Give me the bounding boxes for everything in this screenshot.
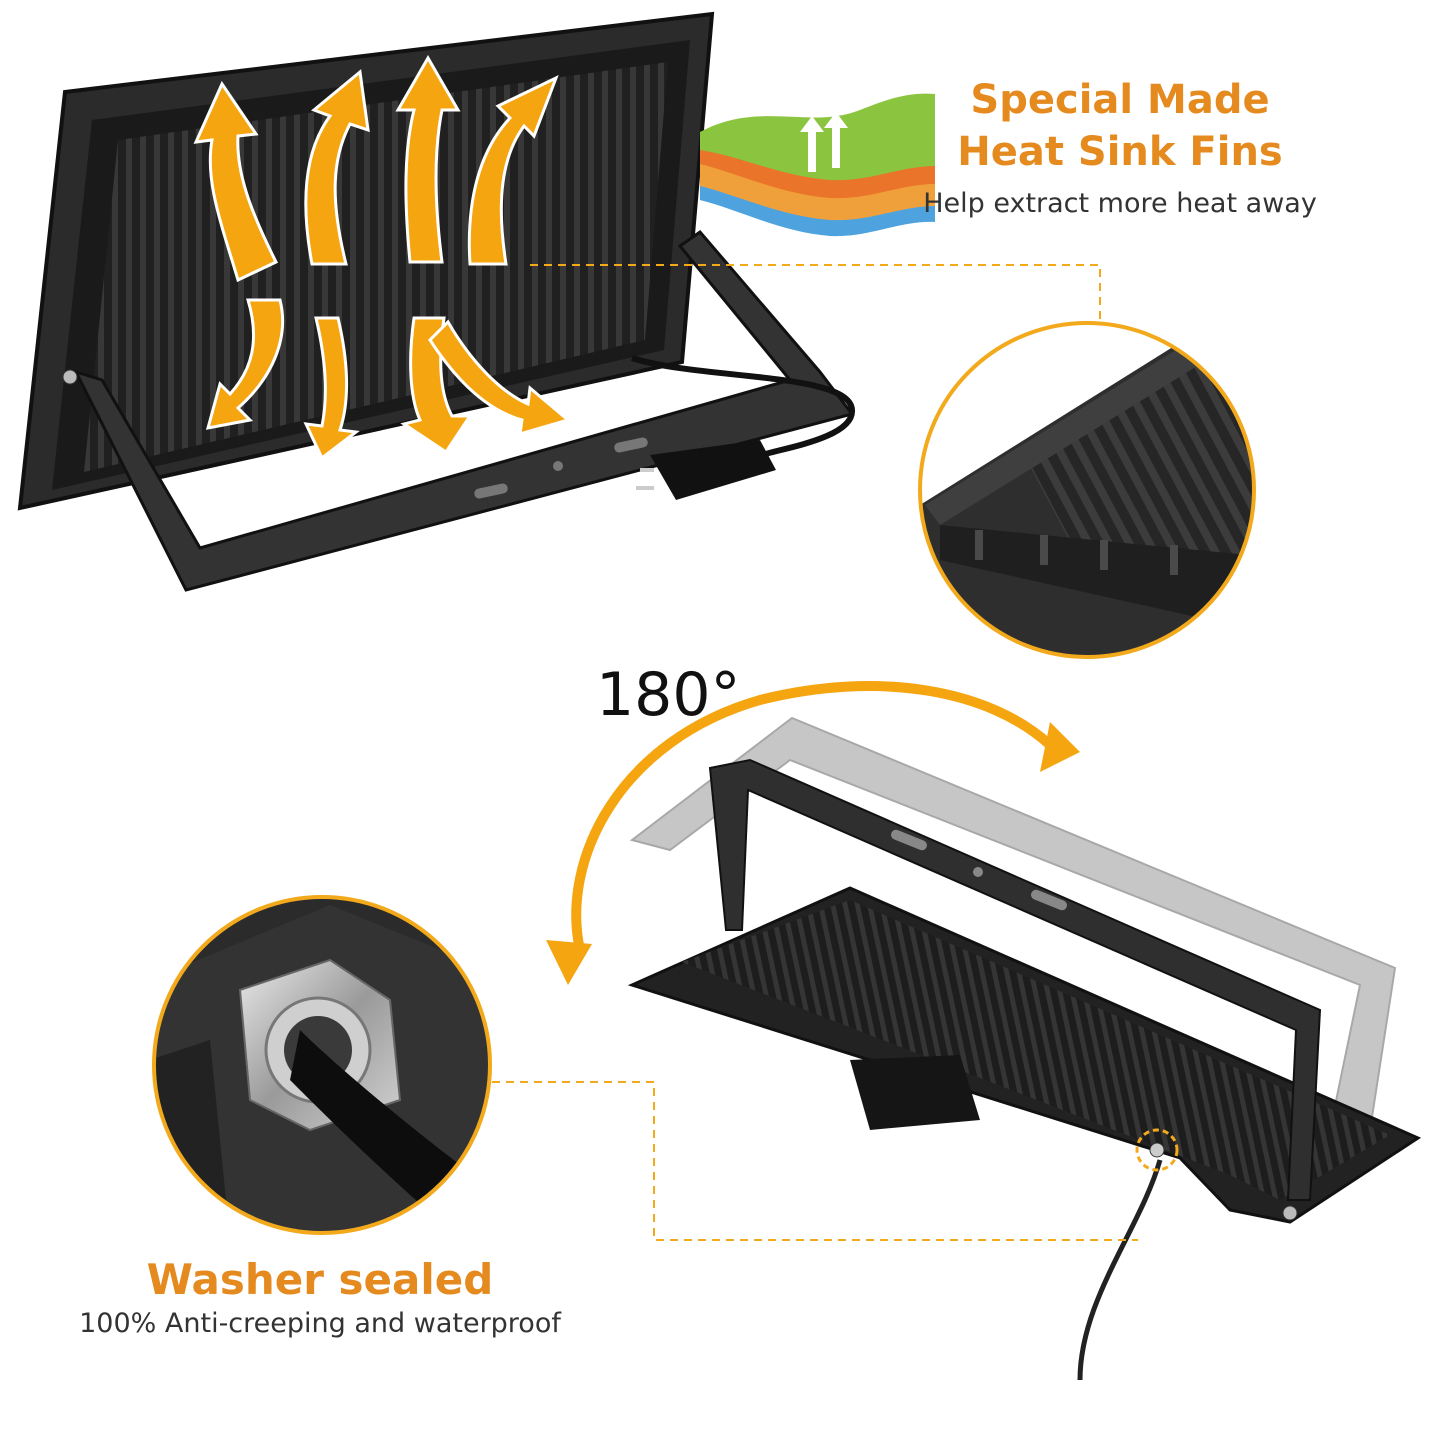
rotation-arc: [546, 681, 1080, 985]
heat-sink-title-line1: Special Made: [970, 77, 1270, 123]
washer-title: Washer sealed: [146, 1255, 494, 1304]
washer-subtitle: 100% Anti-creeping and waterproof: [79, 1308, 561, 1339]
washer-zoom-circle: [152, 895, 492, 1235]
leader-line-bottom: [492, 1081, 1138, 1241]
heat-layers-icon: [700, 93, 935, 237]
rotation-angle-label: 180°: [596, 660, 741, 730]
heat-sink-title: Special Made Heat Sink Fins: [930, 74, 1310, 178]
floodlight-bracket-view: [627, 716, 1422, 1381]
leader-line-top: [530, 264, 1101, 322]
airflow-arrows: [193, 54, 572, 461]
heat-sink-subtitle: Help extract more heat away: [923, 188, 1317, 219]
heat-sink-title-line2: Heat Sink Fins: [957, 129, 1283, 175]
heat-sink-zoom-circle: [918, 321, 1256, 659]
